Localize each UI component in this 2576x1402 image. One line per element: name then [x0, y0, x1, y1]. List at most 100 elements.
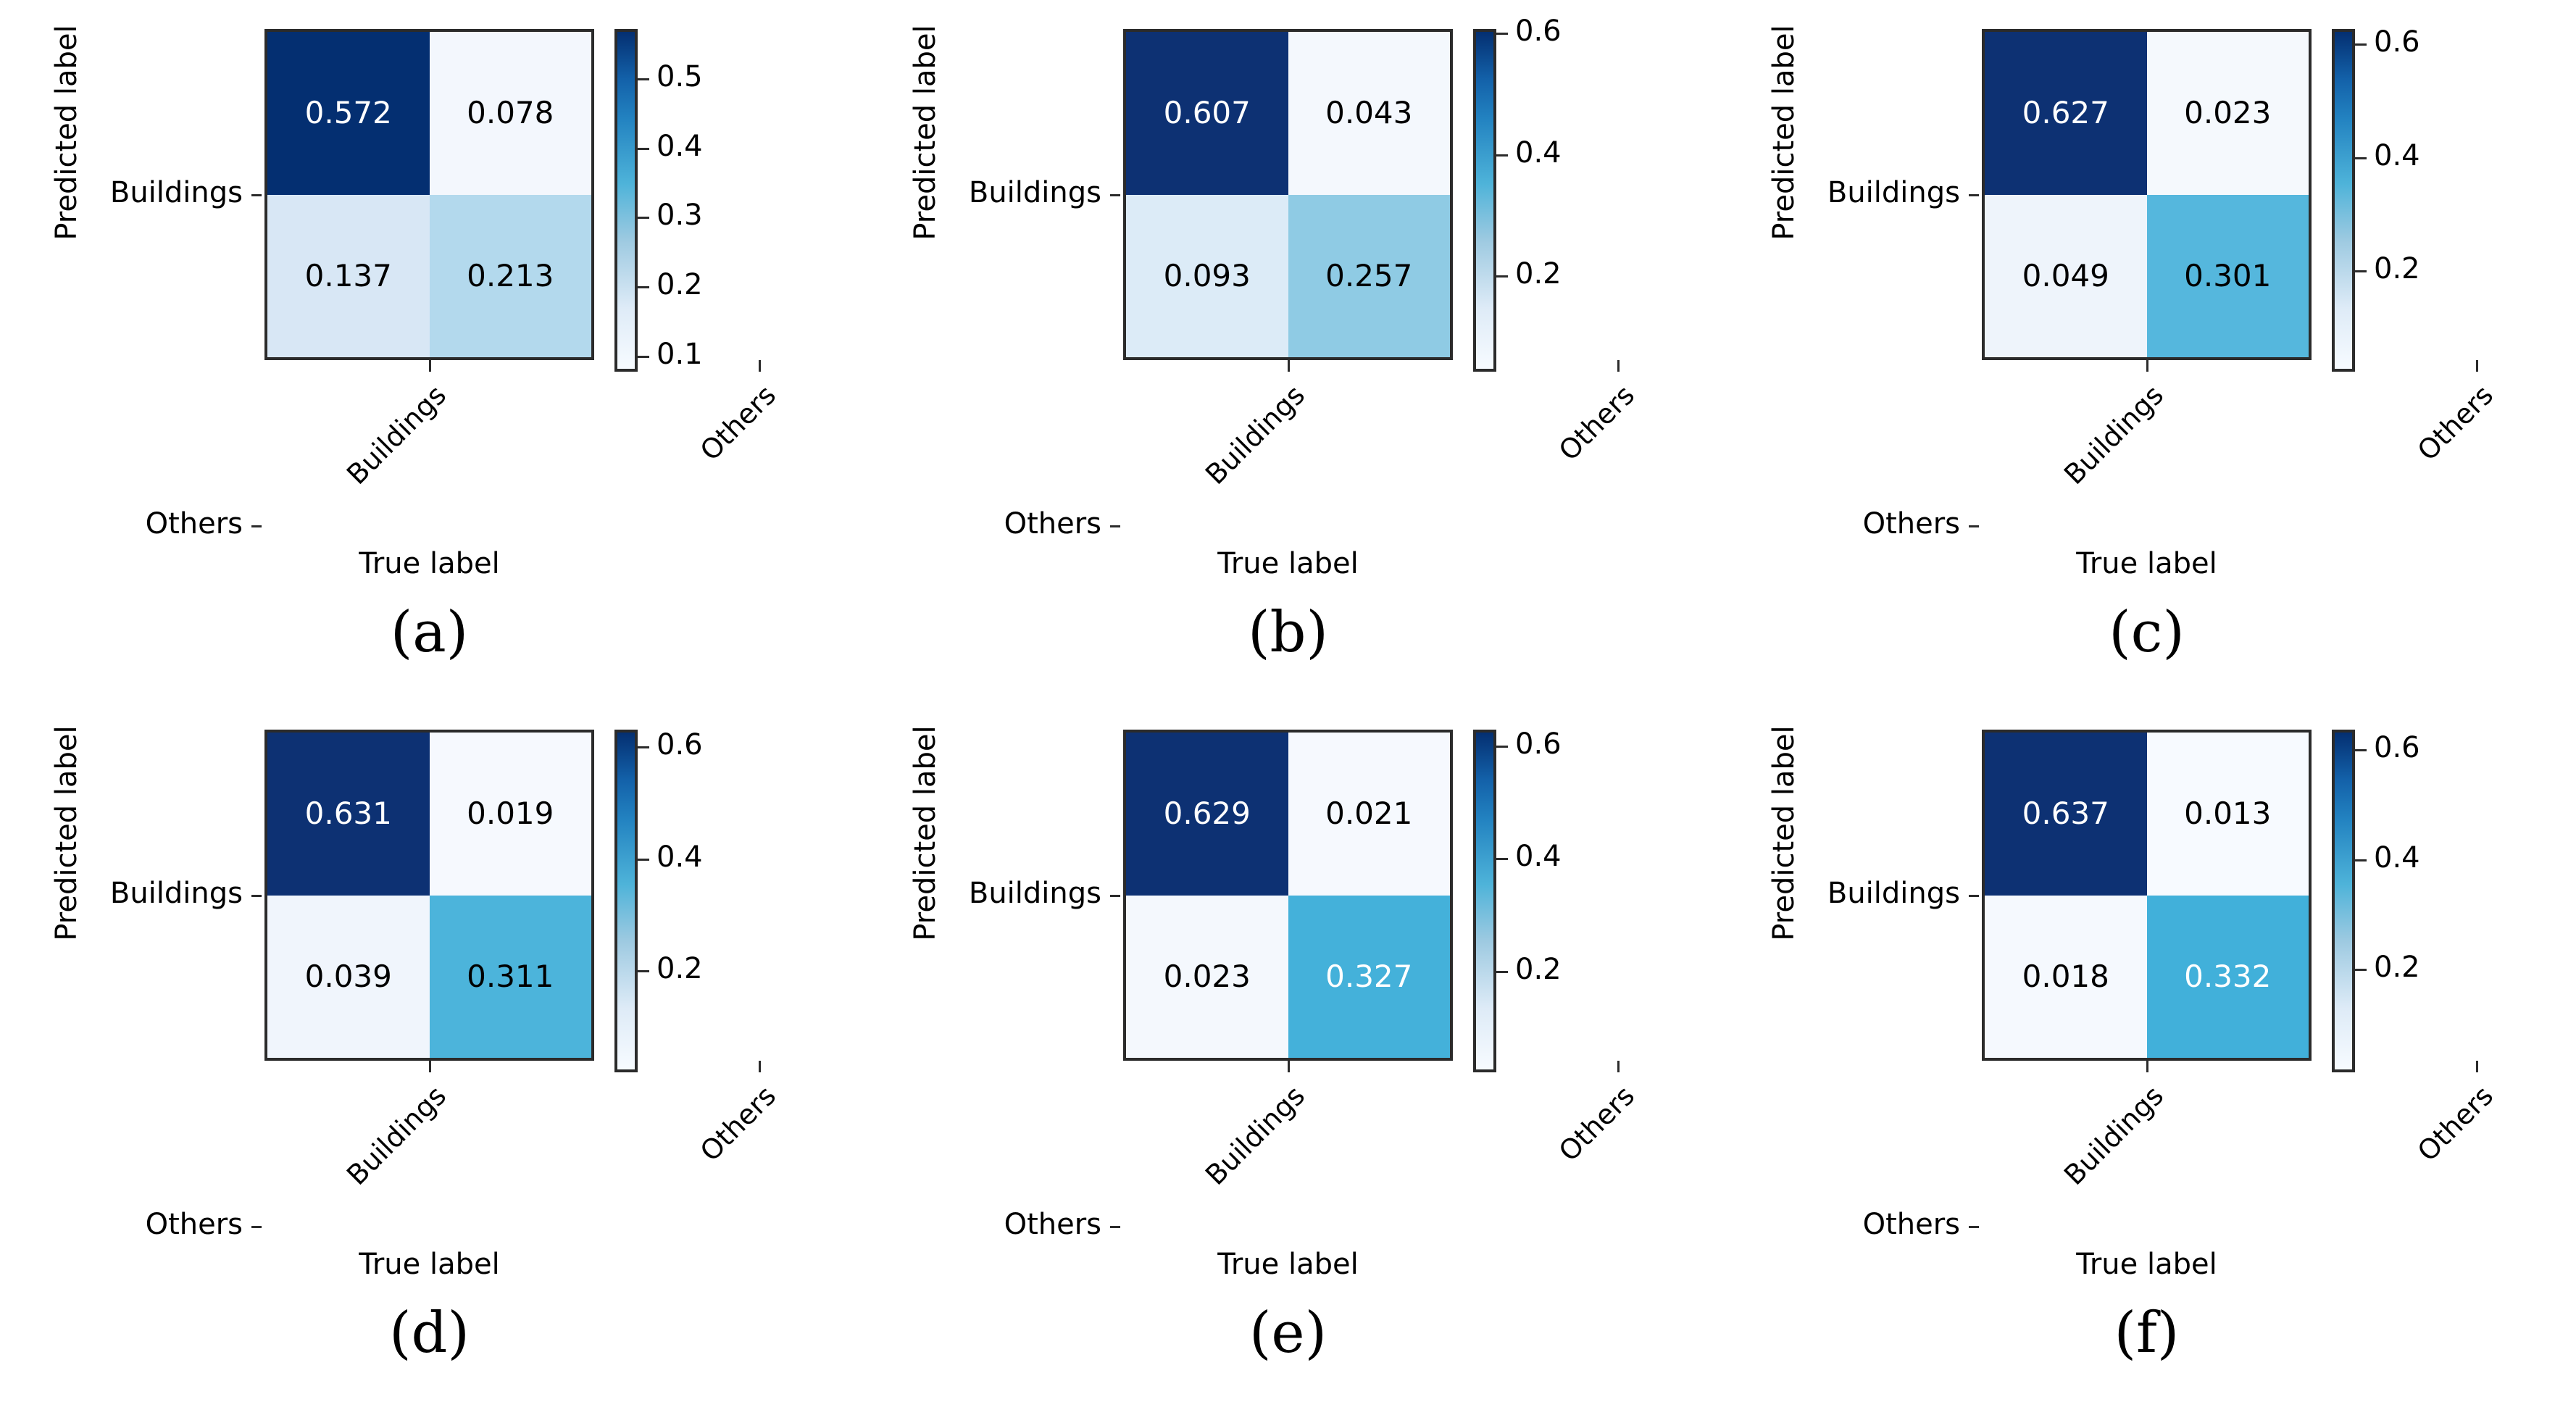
matrix-cell-r0-c0: 0.572: [267, 32, 430, 195]
x-tick-label-buildings: Buildings: [2057, 379, 2169, 491]
y-tick-label-others: Others: [1862, 506, 1960, 541]
matrix-cell-value: 0.049: [2022, 257, 2109, 293]
matrix-cell-r1-c1: 0.301: [2146, 194, 2309, 357]
matrix-cell-value: 0.023: [2184, 95, 2272, 131]
x-tick-label-others: Others: [1552, 379, 1641, 467]
x-tick-label-buildings: Buildings: [1199, 379, 1311, 491]
colorbar-tick-mark: [638, 147, 649, 150]
matrix-cell-r0-c1: 0.043: [1288, 32, 1450, 195]
colorbar-tick-mark: [638, 217, 649, 220]
colorbar-tick-mark: [1496, 275, 1508, 278]
x-tick-mark: [758, 360, 761, 372]
x-tick-label-others: Others: [1552, 1080, 1641, 1168]
y-tick-label-buildings: Buildings: [1827, 876, 1960, 910]
y-tick-mark: [251, 525, 262, 527]
matrix-cell-value: 0.213: [467, 257, 554, 293]
colorbar-tick-label: 0.1: [656, 337, 703, 371]
colorbar-tick-mark: [1496, 745, 1508, 748]
y-tick-label-buildings: Buildings: [968, 175, 1101, 209]
y-axis-label: Predicted label: [909, 25, 942, 241]
colorbar-tick-mark: [1496, 32, 1508, 35]
matrix-cell-value: 0.023: [1163, 958, 1251, 994]
matrix-cell-value: 0.039: [304, 958, 392, 994]
colorbar: [1473, 29, 1496, 372]
colorbar: [2332, 730, 2355, 1072]
y-tick-label-buildings: Buildings: [109, 175, 243, 209]
colorbar: [2332, 29, 2355, 372]
y-tick-mark: [1969, 525, 1979, 527]
y-tick-label-buildings: Buildings: [1827, 175, 1960, 209]
x-axis-label: True label: [359, 1248, 500, 1281]
y-tick-mark: [1110, 1225, 1120, 1228]
y-axis-label: Predicted label: [909, 725, 942, 941]
matrix-cell-r0-c1: 0.021: [1288, 733, 1450, 896]
x-axis-label: True label: [359, 547, 500, 580]
x-tick-mark: [2475, 360, 2478, 372]
x-tick-label-buildings: Buildings: [340, 1080, 452, 1192]
colorbar-tick-label: 0.2: [656, 952, 703, 986]
colorbar-tick-mark: [2355, 43, 2367, 46]
matrix-cell-r0-c0: 0.629: [1126, 733, 1288, 896]
x-tick-mark: [1287, 360, 1290, 372]
matrix-cell-r1-c0: 0.018: [1985, 895, 2147, 1058]
matrix-cell-value: 0.043: [1325, 95, 1413, 131]
colorbar-tick-label: 0.6: [656, 727, 703, 761]
colorbar-tick-label: 0.2: [2374, 951, 2420, 985]
matrix-cell-r0-c0: 0.637: [1985, 733, 2147, 896]
panel-caption: (b): [1248, 600, 1328, 665]
y-tick-mark: [1110, 525, 1120, 527]
matrix-cell-r1-c1: 0.213: [429, 194, 591, 357]
y-tick-label-others: Others: [1004, 1207, 1101, 1241]
colorbar-tick-mark: [1496, 154, 1508, 157]
matrix-cell-value: 0.301: [2184, 257, 2272, 293]
matrix-cell-value: 0.137: [304, 257, 392, 293]
y-axis-label: Predicted label: [1767, 25, 1801, 241]
colorbar-tick-mark: [638, 286, 649, 289]
matrix-cell-r0-c1: 0.019: [429, 733, 591, 896]
colorbar-tick-label: 0.4: [656, 129, 703, 163]
y-tick-mark: [1969, 894, 1979, 897]
x-axis-label: True label: [1217, 547, 1359, 580]
x-tick-mark: [2146, 1061, 2148, 1072]
x-axis-label: True label: [2076, 547, 2217, 580]
colorbar-tick-mark: [1496, 970, 1508, 973]
y-tick-label-buildings: Buildings: [968, 876, 1101, 910]
colorbar-tick-mark: [638, 355, 649, 358]
colorbar-tick-mark: [638, 970, 649, 973]
colorbar-tick-label: 0.4: [1515, 135, 1562, 170]
x-tick-label-buildings: Buildings: [2057, 1080, 2169, 1192]
matrix-cell-value: 0.627: [2022, 95, 2109, 131]
x-tick-label-buildings: Buildings: [340, 379, 452, 491]
colorbar-tick-label: 0.6: [1515, 14, 1562, 48]
y-tick-mark: [251, 894, 262, 897]
y-tick-mark: [1110, 193, 1120, 196]
panel-caption: (a): [390, 600, 469, 665]
colorbar-tick-label: 0.4: [2374, 840, 2420, 875]
colorbar-tick-mark: [2355, 270, 2367, 273]
colorbar: [614, 29, 638, 372]
matrix-cell-value: 0.021: [1325, 796, 1413, 832]
matrix-cell-value: 0.332: [2184, 958, 2272, 994]
y-axis-label: Predicted label: [1767, 725, 1801, 941]
colorbar-tick-label: 0.5: [656, 59, 703, 93]
matrix-cell-value: 0.257: [1325, 257, 1413, 293]
y-axis-label: Predicted label: [50, 725, 83, 941]
colorbar-tick-label: 0.2: [2374, 252, 2420, 286]
x-tick-label-buildings: Buildings: [1199, 1080, 1311, 1192]
x-tick-label-others: Others: [2411, 1080, 2499, 1168]
y-tick-label-others: Others: [1004, 506, 1101, 541]
matrix-cell-value: 0.637: [2022, 796, 2109, 832]
panel-caption: (f): [2114, 1301, 2180, 1366]
x-tick-mark: [2475, 1061, 2478, 1072]
colorbar-tick-mark: [638, 746, 649, 748]
y-tick-mark: [1110, 894, 1120, 897]
